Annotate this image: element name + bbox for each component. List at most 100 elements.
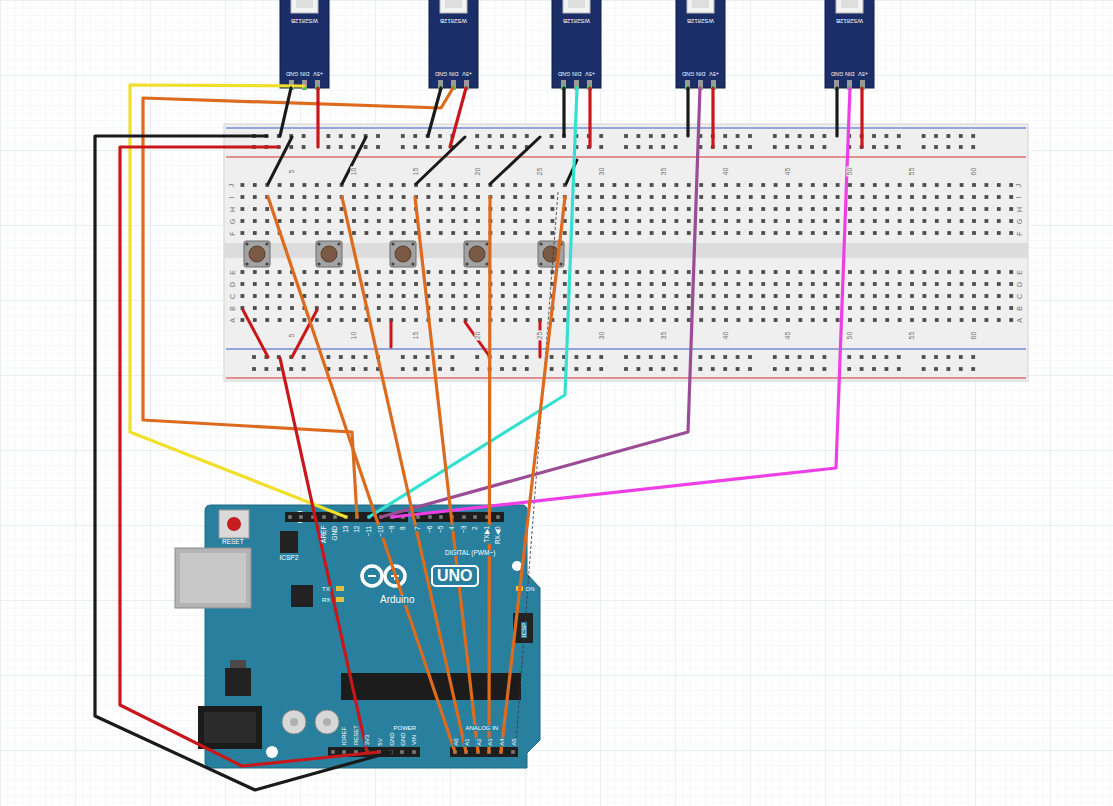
breadboard-hole <box>873 183 877 187</box>
breadboard-hole <box>935 270 939 274</box>
breadboard-hole <box>997 306 1001 310</box>
pin-label: RX <box>321 597 331 603</box>
breadboard-hole <box>278 207 282 211</box>
breadboard-hole <box>811 318 815 322</box>
arduino-board <box>323 718 331 726</box>
breadboard-hole <box>736 145 740 149</box>
led-module-body <box>280 0 329 90</box>
breadboard-hole <box>551 219 555 223</box>
column-number: 40 <box>722 166 729 176</box>
pin-label: ~6 <box>427 525 434 534</box>
button-label: RESET <box>221 539 245 546</box>
breadboard-hole <box>661 367 665 371</box>
breadboard-hole <box>278 294 282 298</box>
arduino-board <box>230 660 246 668</box>
column-number: 45 <box>784 166 791 176</box>
breadboard-hole <box>737 219 741 223</box>
breadboard-hole <box>265 282 269 286</box>
header-pin <box>511 750 515 754</box>
breadboard-hole <box>823 134 827 138</box>
breadboard-hole <box>774 282 778 286</box>
header-pin <box>342 750 346 754</box>
breadboard-hole <box>575 294 579 298</box>
breadboard-hole <box>339 355 343 359</box>
breadboard-hole <box>675 207 679 211</box>
breadboard-hole <box>327 145 331 149</box>
breadboard-body <box>226 127 1026 128</box>
breadboard-hole <box>575 219 579 223</box>
breadboard-hole <box>327 306 331 310</box>
led-module: WS2812BGNDDIN+5V <box>552 0 601 88</box>
arduino-board <box>315 710 339 734</box>
breadboard-hole <box>625 270 629 274</box>
breadboard-hole <box>947 355 951 359</box>
breadboard-hole <box>947 318 951 322</box>
breadboard-hole <box>451 207 455 211</box>
breadboard-hole <box>662 195 666 199</box>
breadboard-hole <box>526 318 530 322</box>
breadboard-hole <box>464 195 468 199</box>
breadboard-hole <box>315 270 319 274</box>
breadboard-hole <box>241 270 245 274</box>
pin-label: GND <box>332 525 339 541</box>
breadboard-hole <box>922 134 926 138</box>
wire <box>450 88 466 147</box>
column-number: 55 <box>908 330 915 340</box>
breadboard-hole <box>315 318 319 322</box>
breadboard-hole <box>885 134 889 138</box>
breadboard-hole <box>451 195 455 199</box>
led-module: WS2812BGNDDIN+5V <box>280 0 329 88</box>
breadboard-hole <box>923 282 927 286</box>
pushbutton-symbol <box>390 241 416 267</box>
row-letter: B <box>228 305 235 312</box>
breadboard-hole <box>377 207 381 211</box>
breadboard-hole <box>637 231 641 235</box>
breadboard-hole <box>253 318 257 322</box>
breadboard-hole <box>364 145 368 149</box>
breadboard-hole <box>848 219 852 223</box>
breadboard-hole <box>600 219 604 223</box>
arduino-board <box>219 510 249 538</box>
breadboard-hole <box>550 355 554 359</box>
breadboard-hole <box>501 231 505 235</box>
board-logo: UNO <box>431 565 479 587</box>
breadboard-hole <box>748 355 752 359</box>
breadboard-hole <box>401 145 405 149</box>
breadboard-hole <box>265 294 269 298</box>
breadboard-hole <box>476 306 480 310</box>
breadboard-hole <box>575 195 579 199</box>
breadboard-hole <box>861 318 865 322</box>
led-module-body <box>440 0 467 13</box>
breadboard-hole <box>997 207 1001 211</box>
breadboard-hole <box>550 367 554 371</box>
pin-label: ~5 <box>438 525 445 534</box>
breadboard-hole <box>823 195 827 199</box>
breadboard-hole <box>910 282 914 286</box>
breadboard-hole <box>1009 183 1013 187</box>
breadboard-hole <box>799 270 803 274</box>
breadboard-hole <box>613 270 617 274</box>
breadboard-hole <box>290 219 294 223</box>
breadboard-hole <box>737 195 741 199</box>
breadboard-hole <box>724 306 728 310</box>
column-number: 30 <box>598 330 605 340</box>
breadboard-hole <box>253 294 257 298</box>
row-letter: B <box>1015 305 1022 312</box>
breadboard-hole <box>600 270 604 274</box>
breadboard-hole <box>290 183 294 187</box>
pushbutton-symbol <box>411 262 414 265</box>
breadboard-hole <box>303 318 307 322</box>
breadboard-hole <box>439 282 443 286</box>
breadboard-hole <box>774 270 778 274</box>
breadboard-hole <box>662 183 666 187</box>
arduino-board <box>227 517 241 531</box>
breadboard-hole <box>389 219 393 223</box>
breadboard-hole <box>971 355 975 359</box>
breadboard-hole <box>1009 195 1013 199</box>
breadboard-hole <box>340 270 344 274</box>
breadboard-hole <box>339 367 343 371</box>
arduino-board <box>280 531 298 553</box>
pin-label: A2 <box>475 737 481 746</box>
row-letter: A <box>228 317 235 324</box>
pushbutton-symbol <box>464 241 490 267</box>
